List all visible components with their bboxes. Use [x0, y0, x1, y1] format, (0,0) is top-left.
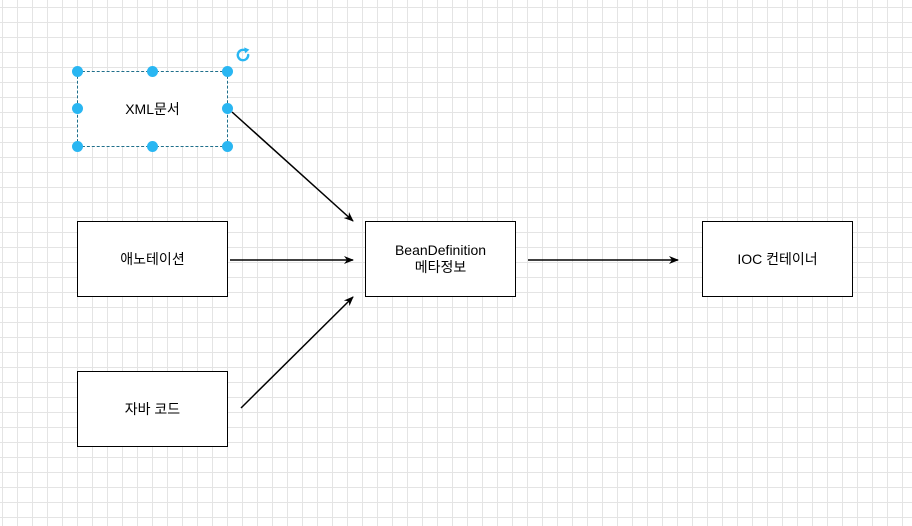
- node-annotation[interactable]: 애노테이션: [77, 221, 228, 297]
- node-annotation-label: 애노테이션: [120, 250, 185, 267]
- node-bean-label: BeanDefinition 메타정보: [394, 242, 487, 275]
- selection-handle-bottom-left[interactable]: [72, 141, 83, 152]
- rotate-icon[interactable]: [234, 46, 252, 64]
- edge-xml-to-bean[interactable]: [231, 111, 354, 222]
- selection-handle-top-left[interactable]: [72, 66, 83, 77]
- selection-handle-top-center[interactable]: [147, 66, 158, 77]
- selection-handle-middle-right[interactable]: [222, 103, 233, 114]
- node-ioc-container[interactable]: IOC 컨테이너: [702, 221, 853, 297]
- node-ioc-label: IOC 컨테이너: [737, 250, 818, 267]
- selection-handle-middle-left[interactable]: [72, 103, 83, 114]
- selection-handle-bottom-right[interactable]: [222, 141, 233, 152]
- selection-handle-bottom-center[interactable]: [147, 141, 158, 152]
- node-java-label: 자바 코드: [124, 400, 181, 417]
- node-java-code[interactable]: 자바 코드: [77, 371, 228, 447]
- edge-java-to-bean[interactable]: [240, 296, 354, 409]
- selection-handle-top-right[interactable]: [222, 66, 233, 77]
- node-xml-label: XML문서: [125, 100, 180, 117]
- node-xml-document[interactable]: XML문서: [77, 71, 228, 147]
- node-bean-definition[interactable]: BeanDefinition 메타정보: [365, 221, 516, 297]
